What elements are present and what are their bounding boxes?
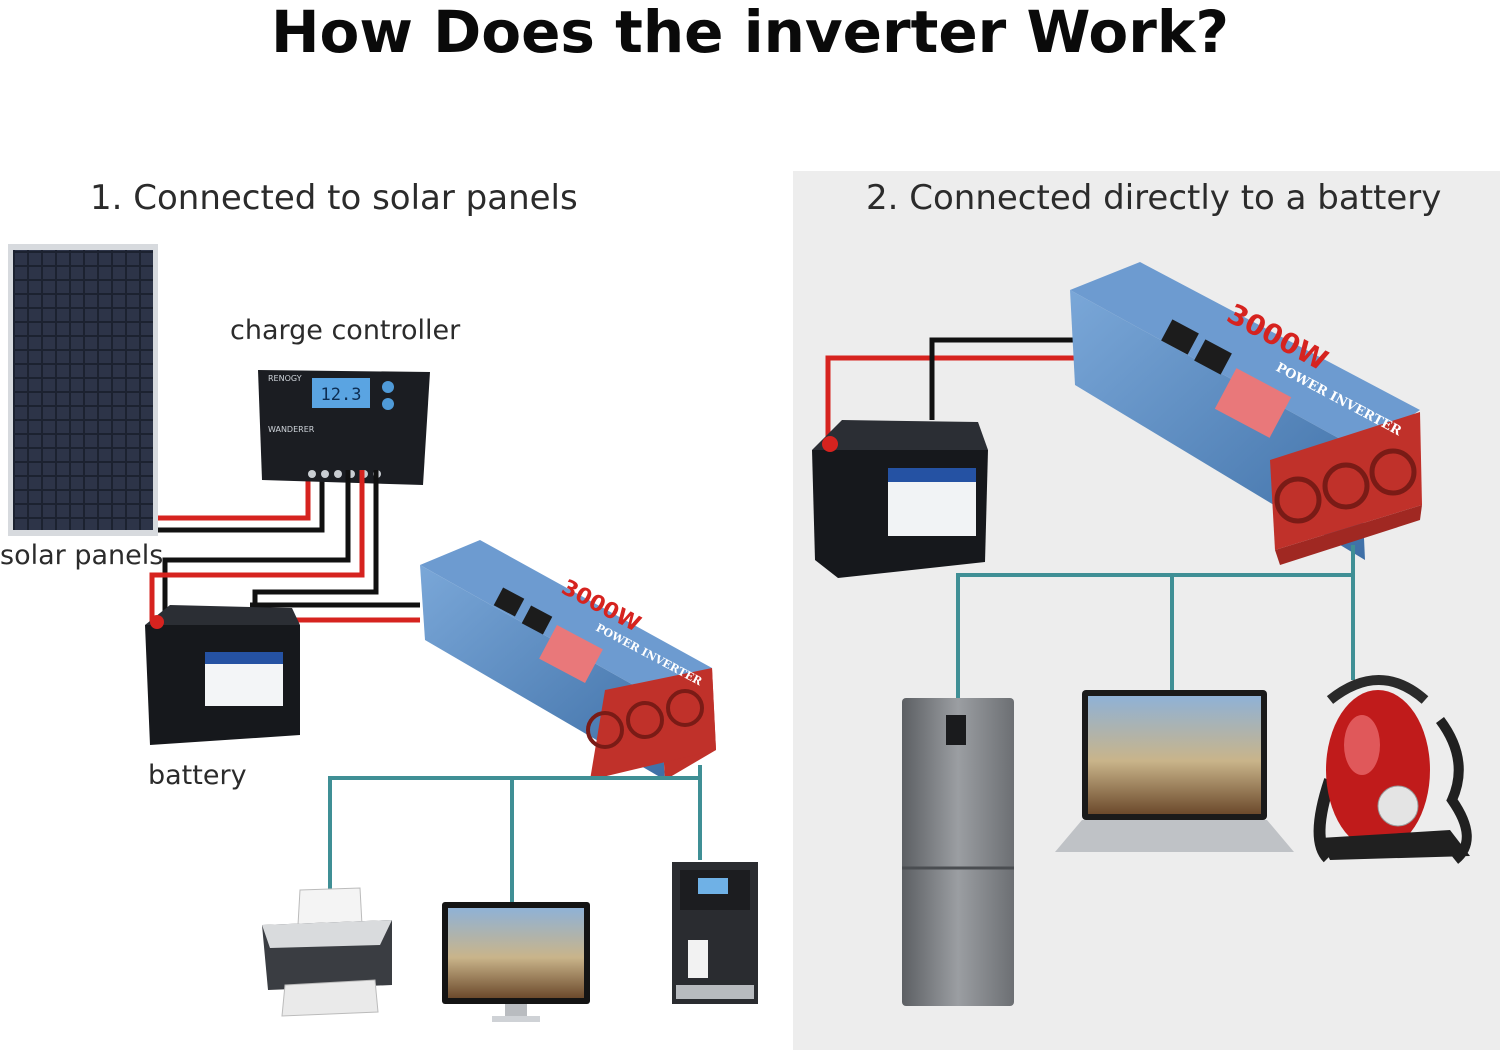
- charge-controller-label: charge controller: [230, 315, 461, 346]
- monitor-icon: [442, 902, 590, 1022]
- solar-wires: [158, 470, 325, 533]
- solar-panel-icon: [8, 244, 158, 536]
- charge-controller-icon: 12.3 RENOGY WANDERER: [258, 370, 430, 485]
- refrigerator-icon: [902, 698, 1014, 1006]
- battery-cables-2: [825, 337, 1075, 440]
- vacuum-cleaner-icon: [1313, 675, 1472, 864]
- ac-lines-2: [956, 545, 1355, 698]
- section-2-heading: 2. Connected directly to a battery: [866, 178, 1442, 218]
- solar-panels-label: solar panels: [0, 540, 164, 571]
- coffee-machine-icon: [672, 862, 758, 1004]
- svg-text:RENOGY: RENOGY: [268, 374, 302, 383]
- page-title: How Does the inverter Work?: [270, 0, 1230, 66]
- section-1-heading: 1. Connected to solar panels: [90, 178, 578, 218]
- ac-lines-1: [328, 765, 702, 902]
- inverter-2-icon: 3000W POWER INVERTER: [1070, 262, 1422, 565]
- printer-icon: [262, 887, 392, 1017]
- controller-wires: [149, 470, 420, 625]
- battery-icon: [145, 605, 300, 745]
- battery-label: battery: [148, 760, 247, 791]
- battery-2-icon: [812, 420, 988, 578]
- inverter-icon: 3000W POWER INVERTER: [420, 540, 716, 780]
- svg-text:12.3: 12.3: [321, 385, 362, 405]
- svg-text:WANDERER: WANDERER: [268, 425, 315, 434]
- laptop-icon: [1055, 690, 1294, 852]
